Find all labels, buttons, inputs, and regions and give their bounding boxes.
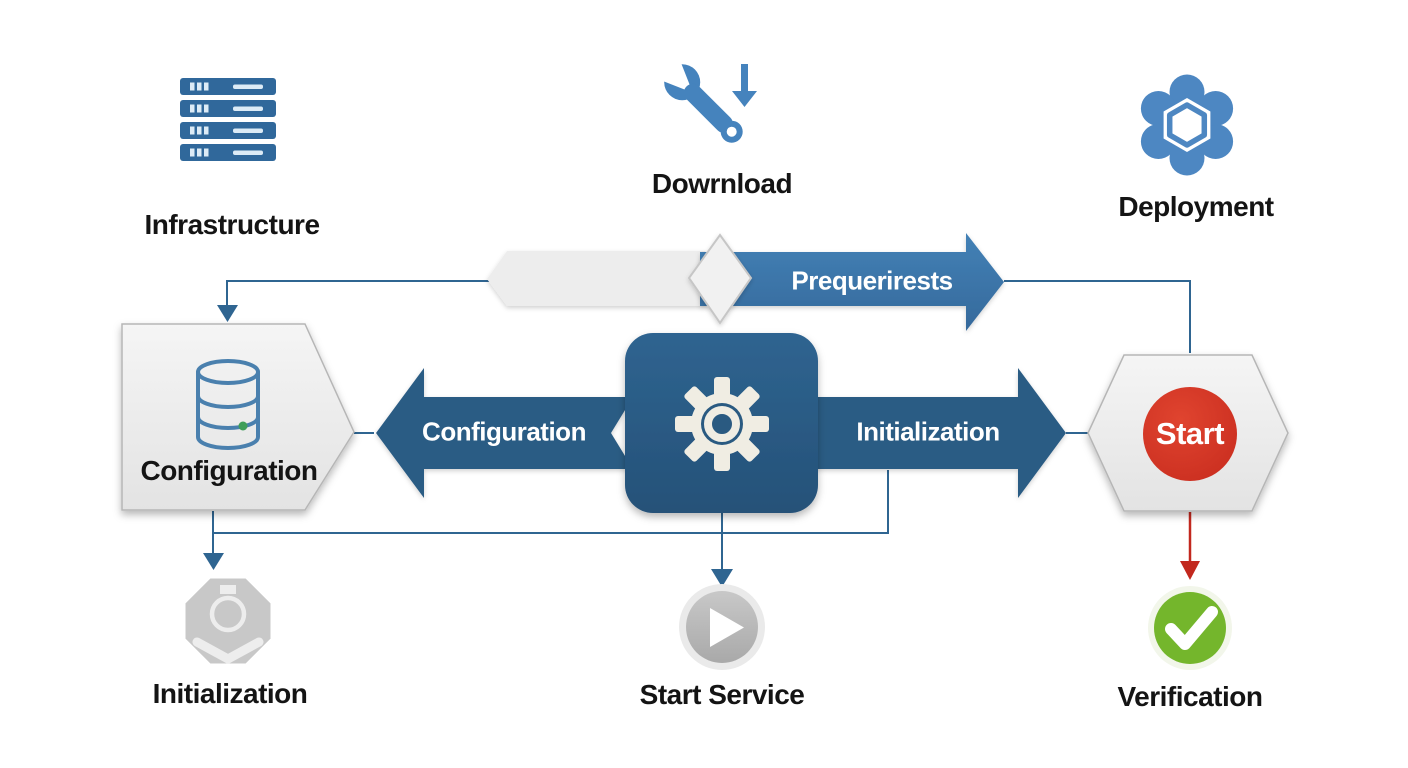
octagon-badge-icon (185, 578, 271, 665)
start-label: Start (1155, 416, 1225, 451)
infrastructure-label: Infrastructure (144, 209, 320, 240)
configuration-arrow-label: Configuration (422, 416, 586, 447)
connector-to-start (1004, 280, 1191, 353)
database-status-dot (238, 421, 248, 431)
configuration-arrow (376, 368, 633, 498)
start-service-label: Start Service (639, 679, 805, 710)
database-icon (196, 359, 260, 450)
initialization-step-label: Initialization (152, 678, 308, 709)
wrench-download-icon (653, 53, 757, 143)
gray-chevron-band (487, 251, 705, 306)
cluster-icon (1140, 74, 1234, 176)
deployment-label: Deployment (1118, 191, 1274, 222)
download-label: Dowrnload (651, 168, 793, 199)
arrowhead-down-startservice-icon (711, 569, 733, 587)
configuration-node-label: Configuration (140, 455, 318, 486)
connector-to-verification (1180, 512, 1200, 580)
start-circle (1143, 387, 1237, 481)
arrowhead-down-pentagon-icon (217, 305, 238, 322)
download-arrow-icon (732, 64, 757, 107)
arrowhead-down-verification-icon (1180, 561, 1200, 580)
initialization-arrow (812, 368, 1066, 498)
server-rack-icon (180, 78, 276, 161)
initialization-arrow-label: Initialization (856, 416, 1000, 447)
play-icon (679, 584, 765, 670)
decision-diamond (687, 233, 753, 325)
connector-bottom-bus (213, 470, 889, 534)
configuration-pentagon (121, 323, 355, 511)
verification-label: Verification (1117, 681, 1263, 712)
prerequisites-arrow (700, 233, 1004, 331)
prerequisites-arrow-label: Prequerirests (791, 265, 953, 296)
check-icon (1148, 586, 1232, 670)
gear-icon (675, 377, 769, 471)
arrowhead-down-initialization-icon (203, 553, 224, 570)
